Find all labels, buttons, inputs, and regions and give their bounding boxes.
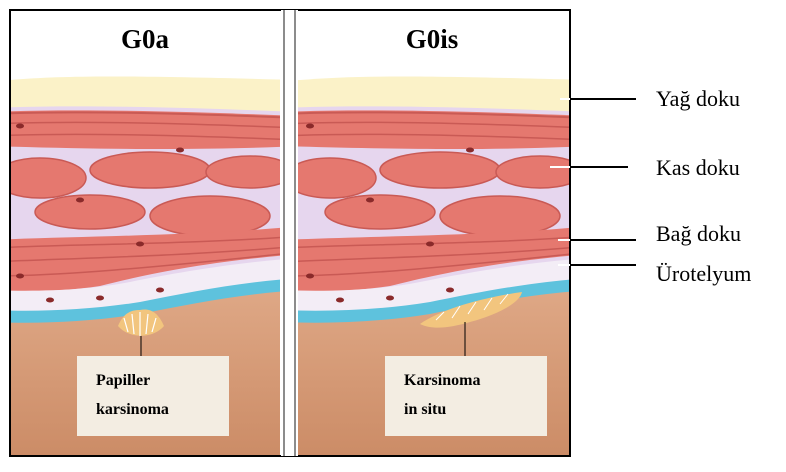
caption-left-line2: karsinoma xyxy=(96,401,169,418)
label-muscle-tissue: Kas doku xyxy=(656,155,740,180)
label-fat-tissue: Yağ doku xyxy=(656,86,740,111)
label-connective-tissue: Bağ doku xyxy=(656,221,741,246)
label-urothelium: Ürotelyum xyxy=(656,261,751,286)
caption-right-line2: in situ xyxy=(404,401,446,418)
caption-box-right: Karsinoma in situ xyxy=(385,356,547,436)
panel-title-left: G0a xyxy=(121,24,170,54)
panel-title-right: G0is xyxy=(406,24,459,54)
caption-right-line1: Karsinoma xyxy=(404,372,480,389)
caption-left-line1: Papiller xyxy=(96,372,150,389)
caption-box-left: Papiller karsinoma xyxy=(77,356,229,436)
